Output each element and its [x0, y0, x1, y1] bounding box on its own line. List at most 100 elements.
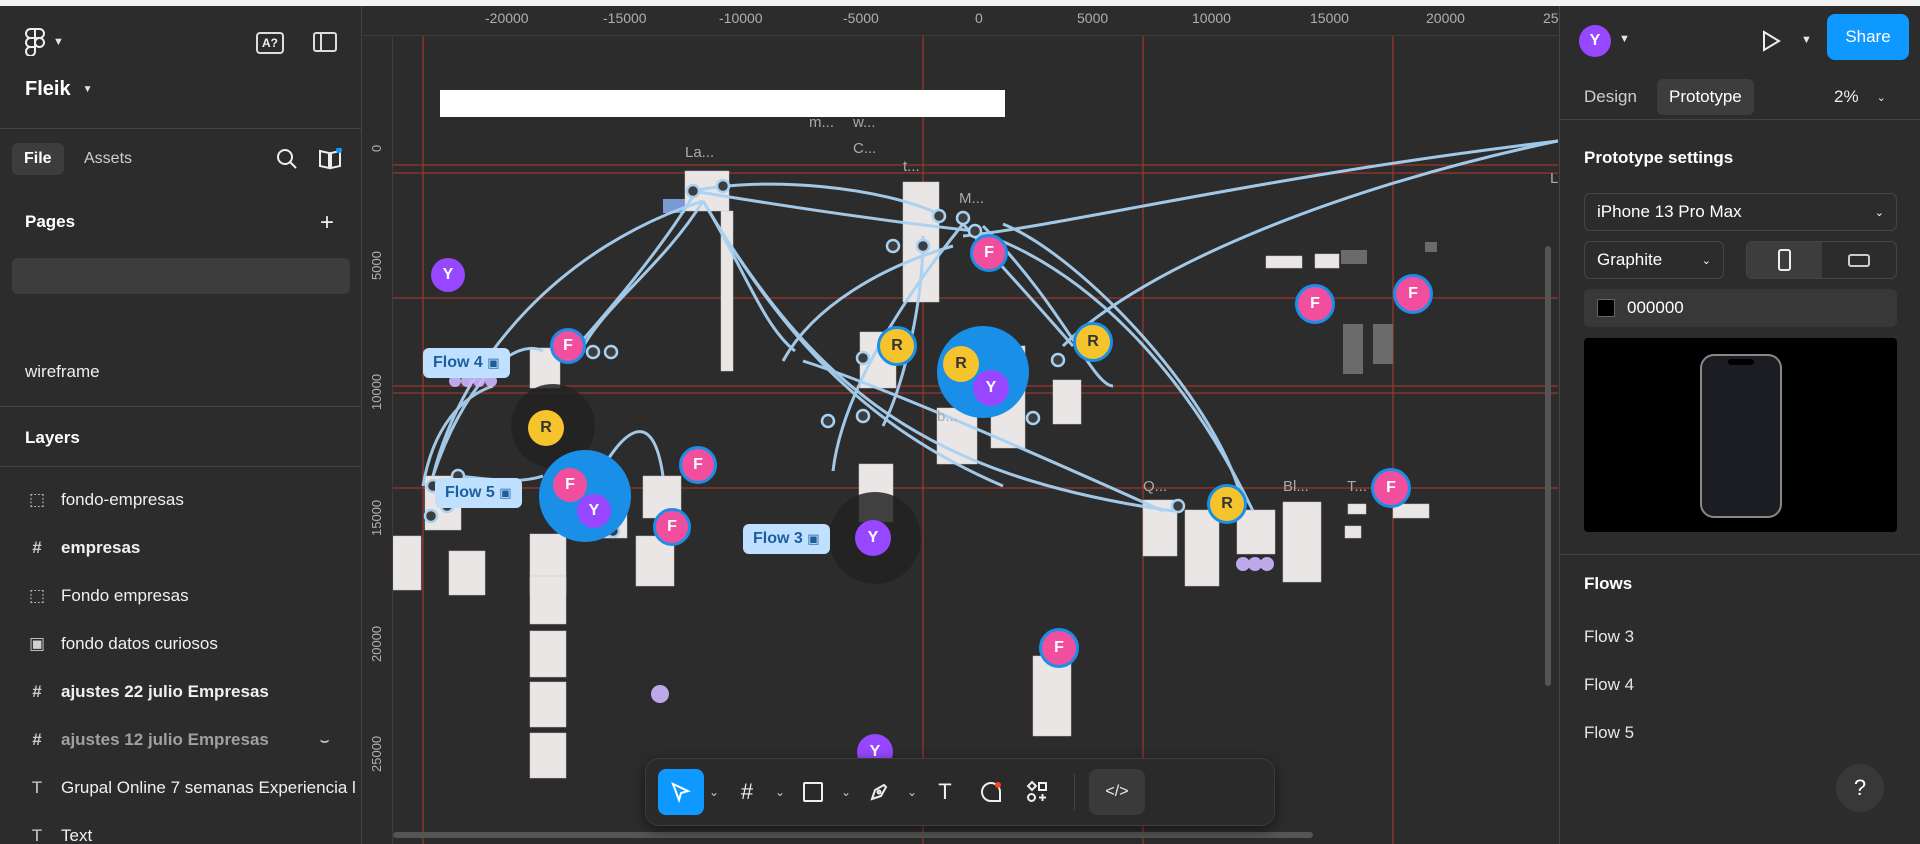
collaborator-avatar[interactable]: R — [1073, 322, 1113, 362]
play-icon — [1763, 30, 1781, 52]
tab-assets[interactable]: Assets — [84, 150, 132, 168]
frame-label: b... — [937, 408, 958, 425]
ruler-tick: -10000 — [719, 10, 763, 26]
shape-tool-button[interactable] — [790, 769, 836, 815]
user-avatar[interactable]: Y — [1579, 25, 1611, 57]
chevron-down-icon[interactable]: ⌄ — [840, 785, 852, 799]
flow-item-flow3[interactable]: Flow 3 — [1584, 627, 1635, 646]
frame-label: w... — [853, 114, 876, 131]
frame-hash-icon: # — [740, 779, 754, 804]
ruler-tick: -5000 — [843, 10, 879, 26]
search-button[interactable] — [276, 148, 298, 170]
collaborator-avatar[interactable]: Y — [577, 494, 611, 528]
frame-tool-button[interactable]: # — [724, 769, 770, 815]
divider — [0, 466, 361, 467]
page-item-wireframe[interactable]: wireframe — [25, 362, 100, 382]
canvas[interactable]: -20000 -15000 -10000 -5000 0 5000 10000 … — [363, 6, 1558, 844]
divider — [1559, 554, 1920, 555]
chevron-down-icon[interactable]: ⌄ — [906, 785, 918, 799]
tab-file[interactable]: File — [12, 143, 64, 175]
hidden-eye-icon[interactable]: ⌣ — [320, 731, 330, 748]
components-icon — [1026, 780, 1047, 802]
library-button[interactable] — [318, 148, 342, 170]
layer-item[interactable]: ⬚Fondo empresas — [25, 586, 189, 606]
help-button[interactable]: ? — [1836, 764, 1884, 812]
collaborator-avatar[interactable]: F — [1371, 468, 1411, 508]
chevron-down-icon[interactable]: ⌄ — [774, 785, 786, 799]
collaborator-avatar[interactable]: Y — [973, 370, 1009, 406]
resources-button[interactable] — [1014, 769, 1060, 815]
chevron-down-icon: ⌄ — [1701, 254, 1711, 267]
dashed-frame-icon: ⬚ — [28, 586, 46, 605]
frame-label: L — [1550, 170, 1558, 187]
collaborator-avatar[interactable]: F — [1039, 628, 1079, 668]
ruler-tick: 25 — [1543, 10, 1558, 26]
image-icon: ▣ — [28, 634, 46, 653]
frame-label: La... — [685, 144, 715, 161]
flow-chip-label: Flow 3 — [753, 530, 803, 547]
add-page-button[interactable]: + — [320, 209, 334, 237]
layer-item[interactable]: ▣ fondo datos curiosos — [25, 634, 218, 654]
flow-chip-flow5[interactable]: Flow 5 ▣ — [435, 478, 522, 508]
chevron-down-icon: ⌄ — [1876, 91, 1886, 104]
move-tool-button[interactable] — [658, 769, 704, 815]
tab-design[interactable]: Design — [1584, 87, 1637, 106]
frame-hash-icon: # — [32, 682, 42, 701]
collaborator-avatar[interactable]: Y — [431, 258, 465, 292]
collaborator-avatar[interactable]: F — [553, 468, 587, 502]
layer-label: Text — [61, 826, 93, 844]
layer-label: empresas — [61, 538, 141, 557]
share-button[interactable]: Share — [1827, 14, 1909, 60]
font-check-button[interactable]: A? — [256, 32, 284, 54]
portrait-icon — [1777, 249, 1791, 271]
collaborator-avatar[interactable]: R — [943, 346, 979, 382]
flow-item-flow4[interactable]: Flow 4 — [1584, 675, 1635, 694]
collaborator-avatar[interactable]: R — [1207, 484, 1247, 524]
model-color-select[interactable]: Graphite ⌄ — [1584, 241, 1724, 279]
text-tool-button[interactable]: T — [922, 769, 968, 815]
color-swatch[interactable] — [1597, 299, 1615, 317]
collaborator-avatar[interactable]: F — [550, 328, 586, 364]
layer-label: fondo datos curiosos — [61, 634, 218, 653]
tab-prototype[interactable]: Prototype — [1657, 79, 1754, 115]
page-item-label: wireframe — [25, 362, 100, 381]
page-item-current[interactable] — [12, 258, 350, 294]
layer-item[interactable]: #ajustes 12 julio Empresas⌣ — [25, 730, 329, 750]
project-name[interactable]: Fleik ▼ — [25, 78, 92, 101]
collaborator-avatar[interactable]: F — [1295, 284, 1335, 324]
collaborator-avatar[interactable]: Y — [855, 520, 891, 556]
collaborator-avatar[interactable]: R — [528, 410, 564, 446]
horizontal-scrollbar[interactable] — [393, 832, 1313, 838]
frame-label: t... — [903, 158, 920, 175]
collaborator-avatar[interactable]: F — [1393, 274, 1433, 314]
background-color-field[interactable]: 000000 — [1584, 289, 1897, 327]
landscape-button[interactable] — [1822, 242, 1897, 278]
flow-chip-flow3[interactable]: Flow 3 ▣ — [743, 524, 830, 554]
toggle-sidebar-button[interactable] — [313, 32, 337, 52]
vertical-scrollbar[interactable] — [1545, 246, 1551, 686]
main-menu-button[interactable]: ▼ — [25, 28, 64, 56]
bottom-toolbar: ⌄ # ⌄ ⌄ ⌄ T </> — [645, 758, 1275, 826]
collaborator-avatar[interactable]: F — [970, 234, 1008, 272]
device-select[interactable]: iPhone 13 Pro Max ⌄ — [1584, 193, 1897, 231]
layer-item[interactable]: #ajustes 22 julio Empresas — [25, 682, 269, 702]
dev-mode-toggle[interactable]: </> — [1089, 769, 1145, 815]
collaborator-avatar[interactable]: F — [679, 446, 717, 484]
zoom-control[interactable]: 2% ⌄ — [1834, 87, 1886, 107]
layer-item[interactable]: ⬚fondo-empresas — [25, 490, 184, 510]
collaborator-avatar[interactable]: R — [877, 326, 917, 366]
present-button[interactable] — [1761, 30, 1781, 57]
portrait-button[interactable] — [1747, 242, 1822, 278]
chevron-down-icon[interactable]: ▼ — [1801, 34, 1812, 46]
chevron-down-icon[interactable]: ⌄ — [708, 785, 720, 799]
layer-item[interactable]: #empresas — [25, 538, 140, 558]
comment-tool-button[interactable] — [968, 769, 1014, 815]
project-title: Fleik — [25, 78, 71, 100]
flow-chip-flow4[interactable]: Flow 4 ▣ — [423, 348, 510, 378]
chevron-down-icon[interactable]: ▼ — [1619, 33, 1630, 45]
collaborator-avatar[interactable]: F — [653, 508, 691, 546]
pen-tool-button[interactable] — [856, 769, 902, 815]
flow-item-flow5[interactable]: Flow 5 — [1584, 723, 1635, 742]
